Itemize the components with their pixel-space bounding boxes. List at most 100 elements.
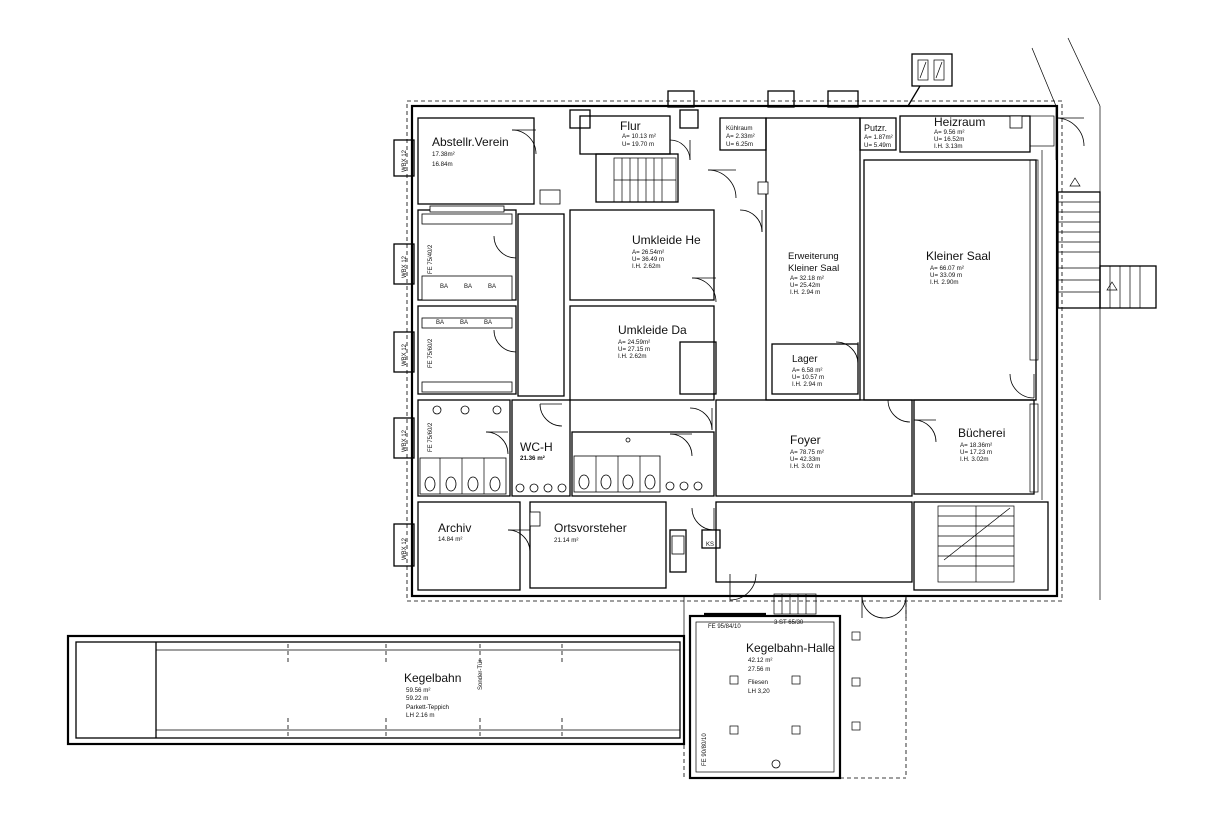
stairs-icon [1057, 177, 1157, 309]
room-name: Kegelbahn [404, 671, 461, 685]
room-perimeter: U= 17.23 m [960, 449, 992, 456]
room-area: 42.12 m² [748, 657, 772, 664]
stairs-icon [937, 505, 1015, 583]
room-area: A= 66.07 m² [930, 265, 964, 272]
room-name: Foyer [790, 433, 821, 447]
room-area: 59.56 m² [406, 687, 430, 694]
room-kegelbahn-halle: Kegelbahn-Halle 42.12 m² 27.56 m Fliesen… [746, 641, 835, 695]
room-perimeter: 16.84m [432, 161, 453, 168]
room-name: Kühlraum [726, 125, 752, 132]
room-foyer: Foyer A= 78.75 m² U= 42.33m I.H. 3.02 m [790, 433, 824, 470]
room-kleiner-saal: Kleiner Saal A= 66.07 m² U= 33.09 m I.H.… [926, 249, 991, 286]
room-ortsvorsteher: Ortsvorsteher 21.14 m² [554, 521, 627, 544]
room-name: Umkleide He [632, 233, 701, 247]
room-area: A= 78.75 m² [790, 449, 824, 456]
room-name: Heizraum [934, 115, 985, 129]
room-umkleide-he: Umkleide He A= 26.54m² U= 36.49 m I.H. 2… [632, 233, 701, 270]
room-height: I.H. 3.02m [960, 456, 989, 463]
toilet-icon [573, 437, 703, 493]
room-area: A= 18.36m² [960, 442, 992, 449]
room-name: Umkleide Da [618, 323, 687, 337]
room-height: I.H. 2.94 m [790, 289, 820, 296]
room-area: A= 10.13 m² [622, 133, 656, 140]
room-perimeter: U= 19.70 m [622, 141, 654, 148]
wbx-tag-2: WBX 12 [402, 255, 408, 278]
room-area: 14.84 m² [438, 536, 462, 543]
room-perimeter: U= 27.15 m [618, 346, 650, 353]
room-perimeter: 27.56 m [748, 666, 770, 673]
room-name: Lager [792, 354, 818, 365]
wbx-tag-4: WBX 12 [402, 429, 408, 452]
room-flur: Flur A= 10.13 m² U= 19.70 m [620, 119, 656, 148]
room-erweiterung: Erweiterung Kleiner Saal A= 32.18 m² U= … [788, 251, 839, 296]
room-name: Kegelbahn-Halle [746, 641, 835, 655]
kegelbahn-structure [66, 596, 686, 746]
room-wc-h: WC-H 21.36 m² [520, 440, 553, 462]
room-height: I.H. 3.02 m [790, 463, 820, 470]
room-name: WC-H [520, 440, 553, 454]
facade-windows [1029, 150, 1043, 500]
kegelbahn-halle-structure [683, 595, 907, 780]
room-archiv: Archiv 14.84 m² [438, 521, 471, 543]
west-wall-units: WBX 12 WBX 12 WBX 12 WBX 12 WBX 12 FE 75… [393, 139, 434, 567]
door-swing-icon [485, 129, 1035, 619]
sink-tag-1: BA [440, 284, 448, 290]
sink-tags: BA BA BA BA BA BA [436, 284, 496, 326]
exterior-right [1031, 37, 1101, 600]
room-area: A= 32.18 m² [790, 275, 824, 282]
stair-tag-small: 3 ST 65/30 [774, 620, 804, 626]
room-name-2: Kleiner Saal [788, 263, 839, 274]
room-name: Abstellr.Verein [432, 135, 509, 149]
toilet-icon [419, 405, 567, 495]
room-heizraum: Heizraum A= 9.56 m² U= 16.52m I.H. 3.13m [934, 115, 985, 150]
room-kuehlraum: Kühlraum A= 2.33m² U= 6.25m [726, 125, 755, 148]
room-buecherei: Bücherei A= 18.36m² U= 17.23 m I.H. 3.02… [958, 426, 1005, 463]
room-putzr: Putzr. A= 1.87m² U= 5.49m [864, 123, 893, 149]
outer-walls [406, 90, 1063, 602]
room-perimeter: 59.22 m [406, 695, 428, 702]
room-area: 21.36 m² [520, 455, 545, 462]
room-area: A= 26.54m² [632, 249, 664, 256]
room-perimeter: U= 10.57 m [792, 374, 824, 381]
room-height: I.H. 2.62m [618, 353, 647, 360]
interior-walls [417, 115, 1055, 591]
room-name: Flur [620, 119, 641, 133]
sink-tag-3: BA [488, 284, 496, 290]
room-perimeter: U= 36.49 m [632, 256, 664, 263]
room-area: 21.14 m² [554, 537, 578, 544]
wbx-tag-5: WBX 12 [402, 537, 408, 560]
window-tag-halle: FE 95/84/10 [708, 624, 741, 630]
fixtures-misc [529, 115, 1023, 769]
chimney-icon [907, 53, 953, 107]
room-height: I.H. 2.94 m [792, 381, 822, 388]
room-perimeter: U= 42.33m [790, 456, 820, 463]
room-name: Putzr. [864, 123, 887, 133]
room-floor: Parkett-Teppich [406, 704, 450, 711]
room-name: Kleiner Saal [926, 249, 991, 263]
room-name: Bücherei [958, 426, 1005, 440]
room-area: 17.38m² [432, 151, 455, 158]
window-tag-b: FE 75/60/2 [428, 338, 434, 368]
stairs-icon [773, 593, 817, 615]
room-perimeter: U= 5.49m [864, 142, 891, 149]
stairs-icon [613, 157, 677, 203]
room-height: I.H. 3.13m [934, 143, 963, 150]
room-abstellr-verein: Abstellr.Verein 17.38m² 16.84m [432, 135, 509, 168]
room-area: A= 2.33m² [726, 133, 755, 140]
wbx-tag-1: WBX 12 [402, 149, 408, 172]
room-height: I.H. 2.62m [632, 263, 661, 270]
room-area: A= 1.87m² [864, 134, 893, 141]
room-height: LH 3,20 [748, 688, 770, 695]
sink-tag-5: BA [460, 320, 468, 326]
sonder-tag: Sonder-Tür [478, 660, 484, 690]
room-height: I.H. 2.90m [930, 279, 959, 286]
room-floor: Fliesen [748, 679, 769, 686]
room-perimeter: U= 33.09 m [930, 272, 962, 279]
sink-tag-2: BA [464, 284, 472, 290]
room-perimeter: U= 16.52m [934, 136, 964, 143]
window-tag-a: FE 75/40/2 [428, 244, 434, 274]
window-tag-halle-side: FE 90/80/10 [702, 733, 708, 766]
room-lager: Lager A= 6.58 m² U= 10.57 m I.H. 2.94 m [792, 354, 824, 388]
room-kegelbahn: Kegelbahn 59.56 m² 59.22 m Parkett-Teppi… [404, 671, 461, 719]
